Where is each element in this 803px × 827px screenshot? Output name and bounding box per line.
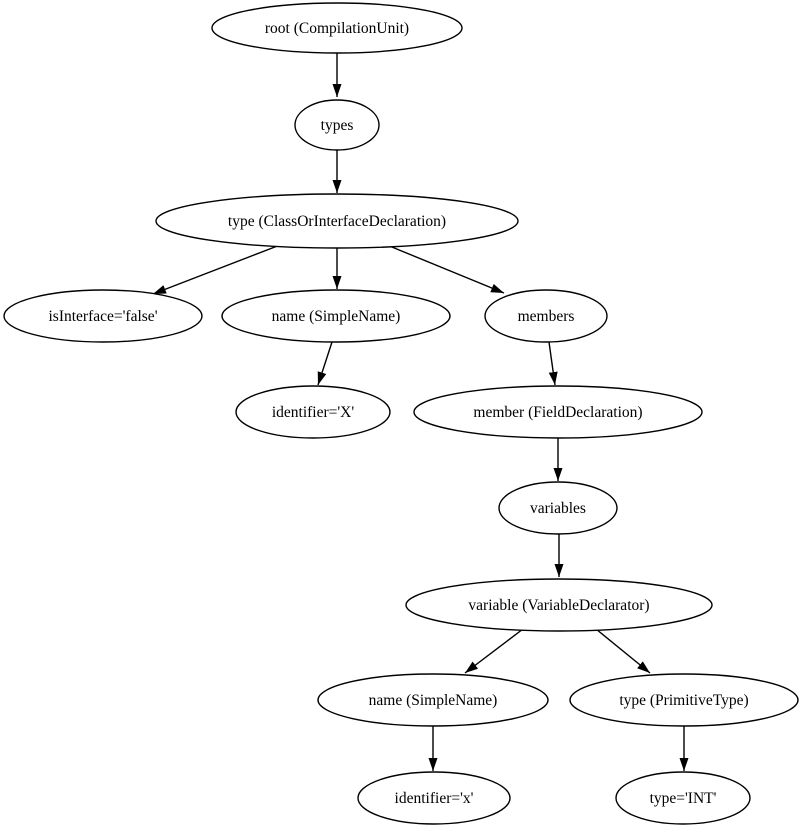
node-isinterface-label: isInterface='false' (49, 308, 158, 325)
node-type-classorinterfacedeclaration: type (ClassOrInterfaceDeclaration) (155, 193, 519, 249)
node-types: types (294, 99, 380, 151)
node-variable-ellipse (405, 578, 713, 632)
node-typeprimitive-label: type (PrimitiveType) (619, 692, 748, 709)
node-types-ellipse (294, 99, 380, 151)
node-typedecl-ellipse (155, 193, 519, 249)
node-name-simplename-1: name (SimpleName) (221, 289, 451, 343)
edge-members-member (548, 341, 558, 386)
node-root-compilationunit: root (CompilationUnit) (211, 2, 463, 54)
node-isinterface-ellipse (3, 289, 203, 343)
node-typeprimitive-ellipse (569, 673, 799, 727)
node-identifierx-ellipse (357, 771, 511, 825)
node-typeint-ellipse (615, 771, 751, 825)
node-name1-label: name (SimpleName) (272, 308, 401, 325)
node-name1-ellipse (221, 289, 451, 343)
node-root-label: root (CompilationUnit) (265, 20, 409, 37)
edge-layer (152, 53, 689, 771)
edge-typedecl-isinterface (152, 244, 281, 295)
node-types-label: types (321, 117, 354, 134)
node-identifier-lower-x: identifier='x' (357, 771, 511, 825)
node-name-simplename-2: name (SimpleName) (317, 673, 549, 727)
node-identifier-upper-x: identifier='X' (235, 385, 391, 439)
node-members-label: members (518, 308, 575, 325)
node-members: members (484, 289, 608, 343)
node-typeint-label: type='INT' (650, 790, 717, 807)
node-root-ellipse (211, 2, 463, 54)
node-layer: root (CompilationUnit) types type (Class… (3, 2, 799, 825)
node-variable-label: variable (VariableDeclarator) (468, 597, 649, 614)
edge-variable-typeprimitive (595, 628, 651, 674)
node-variable-variabledeclarator: variable (VariableDeclarator) (405, 578, 713, 632)
node-members-ellipse (484, 289, 608, 343)
node-member-ellipse (413, 385, 703, 439)
node-name2-label: name (SimpleName) (369, 692, 498, 709)
node-member-label: member (FieldDeclaration) (473, 404, 642, 421)
node-member-fielddeclaration: member (FieldDeclaration) (413, 385, 703, 439)
edge-typedecl-members (386, 244, 505, 294)
node-variables: variables (498, 481, 618, 535)
node-type-primitivetype: type (PrimitiveType) (569, 673, 799, 727)
node-type-int: type='INT' (615, 771, 751, 825)
node-typedecl-label: type (ClassOrInterfaceDeclaration) (228, 213, 446, 230)
node-identifierX-ellipse (235, 385, 391, 439)
node-name2-ellipse (317, 673, 549, 727)
node-variables-label: variables (530, 500, 586, 517)
edge-name1-identifierX (317, 341, 333, 386)
node-identifierX-label: identifier='X' (272, 404, 355, 421)
edge-variable-name2 (464, 628, 524, 674)
node-identifierx-label: identifier='x' (395, 790, 474, 807)
node-variables-ellipse (498, 481, 618, 535)
node-isinterface-false: isInterface='false' (3, 289, 203, 343)
